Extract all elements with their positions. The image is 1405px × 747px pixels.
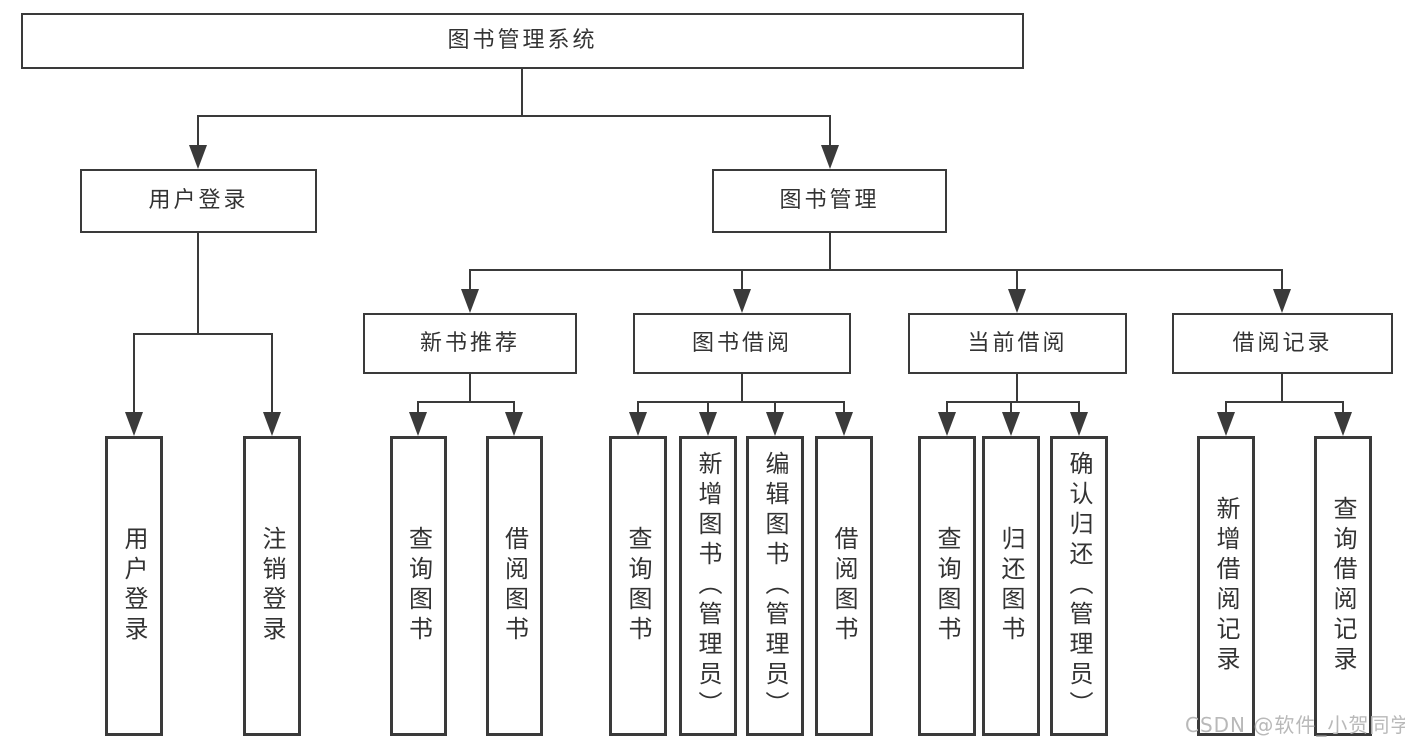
connector-current-borrowing-branch xyxy=(946,401,1079,403)
node-new-book-recommendation: 新书推荐 xyxy=(363,313,577,374)
arrowhead-confirm-return xyxy=(1070,412,1088,436)
connector-drop-user-login xyxy=(197,115,199,147)
arrowhead-query-books-1 xyxy=(409,412,427,436)
connector-drop-borrowing-records xyxy=(1281,269,1283,291)
node-borrowing-records-label: 借阅记录 xyxy=(1232,330,1333,356)
node-book-borrowing-label: 图书借阅 xyxy=(691,330,792,356)
leaf-query-borrow-record-label: 查询借阅记录 xyxy=(1329,496,1357,676)
connector-drop-leaf-user-login xyxy=(133,333,135,413)
node-book-management-label: 图书管理 xyxy=(779,188,880,213)
arrowhead-add-borrow-record xyxy=(1217,412,1235,436)
arrowhead-current-borrowing xyxy=(1008,289,1026,313)
connector-drop-query-books-2 xyxy=(637,401,639,414)
leaf-edit-book-admin-label: 编辑图书（管理员） xyxy=(761,451,789,721)
node-current-borrowing: 当前借阅 xyxy=(908,313,1127,374)
leaf-user-login-label: 用户登录 xyxy=(120,526,148,646)
connector-current-borrowing-stem xyxy=(1016,374,1018,403)
leaf-borrow-books-1: 借阅图书 xyxy=(486,436,543,736)
leaf-confirm-return-admin: 确认归还（管理员） xyxy=(1050,436,1108,736)
connector-drop-borrow-books-1 xyxy=(513,401,515,414)
arrowhead-borrow-books-2 xyxy=(835,412,853,436)
node-root-label: 图书管理系统 xyxy=(447,28,598,53)
connector-root-stem xyxy=(521,69,523,117)
connector-book-management-branch xyxy=(469,269,1283,271)
arrowhead-edit-book xyxy=(766,412,784,436)
arrowhead-user-login xyxy=(189,145,207,169)
leaf-logout-label: 注销登录 xyxy=(258,526,286,646)
arrowhead-return-book xyxy=(1002,412,1020,436)
leaf-confirm-return-admin-label: 确认归还（管理员） xyxy=(1065,451,1093,721)
connector-borrowing-records-stem xyxy=(1281,374,1283,403)
connector-drop-book-management xyxy=(829,115,831,147)
leaf-add-book-admin: 新增图书（管理员） xyxy=(679,436,737,736)
connector-drop-confirm-return xyxy=(1078,401,1080,414)
connector-new-book-stem xyxy=(469,374,471,403)
watermark: CSDN @软件_小贺同学 xyxy=(1185,713,1405,737)
node-root: 图书管理系统 xyxy=(21,13,1024,69)
connector-drop-new-book xyxy=(469,269,471,291)
connector-user-login-branch xyxy=(133,333,273,335)
leaf-borrow-books-2: 借阅图书 xyxy=(815,436,873,736)
leaf-query-books-2-label: 查询图书 xyxy=(624,526,652,646)
connector-book-management-stem xyxy=(829,233,831,271)
node-book-management: 图书管理 xyxy=(712,169,947,233)
connector-drop-edit-book xyxy=(774,401,776,414)
connector-drop-query-borrow-record xyxy=(1342,401,1344,414)
arrowhead-query-books-2 xyxy=(629,412,647,436)
connector-drop-leaf-logout xyxy=(271,333,273,413)
leaf-query-books-1: 查询图书 xyxy=(390,436,447,736)
leaf-return-book-label: 归还图书 xyxy=(997,526,1025,646)
node-user-login-label: 用户登录 xyxy=(148,188,249,213)
arrowhead-query-books-3 xyxy=(938,412,956,436)
connector-root-branch xyxy=(197,115,831,117)
leaf-user-login: 用户登录 xyxy=(105,436,163,736)
leaf-add-borrow-record: 新增借阅记录 xyxy=(1197,436,1255,736)
leaf-add-borrow-record-label: 新增借阅记录 xyxy=(1212,496,1240,676)
connector-borrowing-records-branch xyxy=(1225,401,1343,403)
connector-drop-borrow-books-2 xyxy=(843,401,845,414)
connector-drop-add-borrow-record xyxy=(1225,401,1227,414)
arrowhead-book-borrowing xyxy=(733,289,751,313)
arrowhead-borrowing-records xyxy=(1273,289,1291,313)
connector-drop-query-books-1 xyxy=(417,401,419,414)
leaf-query-books-3: 查询图书 xyxy=(918,436,976,736)
connector-drop-query-books-3 xyxy=(946,401,948,414)
node-user-login: 用户登录 xyxy=(80,169,317,233)
leaf-return-book: 归还图书 xyxy=(982,436,1040,736)
leaf-query-books-1-label: 查询图书 xyxy=(404,526,433,646)
leaf-query-borrow-record: 查询借阅记录 xyxy=(1314,436,1372,736)
node-borrowing-records: 借阅记录 xyxy=(1172,313,1393,374)
leaf-query-books-3-label: 查询图书 xyxy=(933,526,961,646)
arrowhead-book-management xyxy=(821,145,839,169)
leaf-query-books-2: 查询图书 xyxy=(609,436,667,736)
leaf-borrow-books-2-label: 借阅图书 xyxy=(830,526,858,646)
arrowhead-new-book xyxy=(461,289,479,313)
connector-book-borrowing-stem xyxy=(741,374,743,403)
arrowhead-query-borrow-record xyxy=(1334,412,1352,436)
connector-drop-return-book xyxy=(1010,401,1012,414)
arrowhead-borrow-books-1 xyxy=(505,412,523,436)
leaf-add-book-admin-label: 新增图书（管理员） xyxy=(694,451,722,721)
leaf-edit-book-admin: 编辑图书（管理员） xyxy=(746,436,804,736)
node-current-borrowing-label: 当前借阅 xyxy=(967,330,1068,356)
connector-drop-add-book xyxy=(707,401,709,414)
leaf-logout: 注销登录 xyxy=(243,436,301,736)
arrowhead-add-book xyxy=(699,412,717,436)
leaf-borrow-books-1-label: 借阅图书 xyxy=(500,526,529,646)
connector-book-borrowing-branch xyxy=(637,401,844,403)
node-book-borrowing: 图书借阅 xyxy=(633,313,851,374)
connector-user-login-stem xyxy=(197,233,199,334)
connector-drop-book-borrowing xyxy=(741,269,743,291)
connector-new-book-branch xyxy=(417,401,515,403)
connector-drop-current-borrowing xyxy=(1016,269,1018,291)
arrowhead-leaf-logout xyxy=(263,412,281,436)
node-new-book-recommendation-label: 新书推荐 xyxy=(419,330,520,356)
arrowhead-leaf-user-login xyxy=(125,412,143,436)
